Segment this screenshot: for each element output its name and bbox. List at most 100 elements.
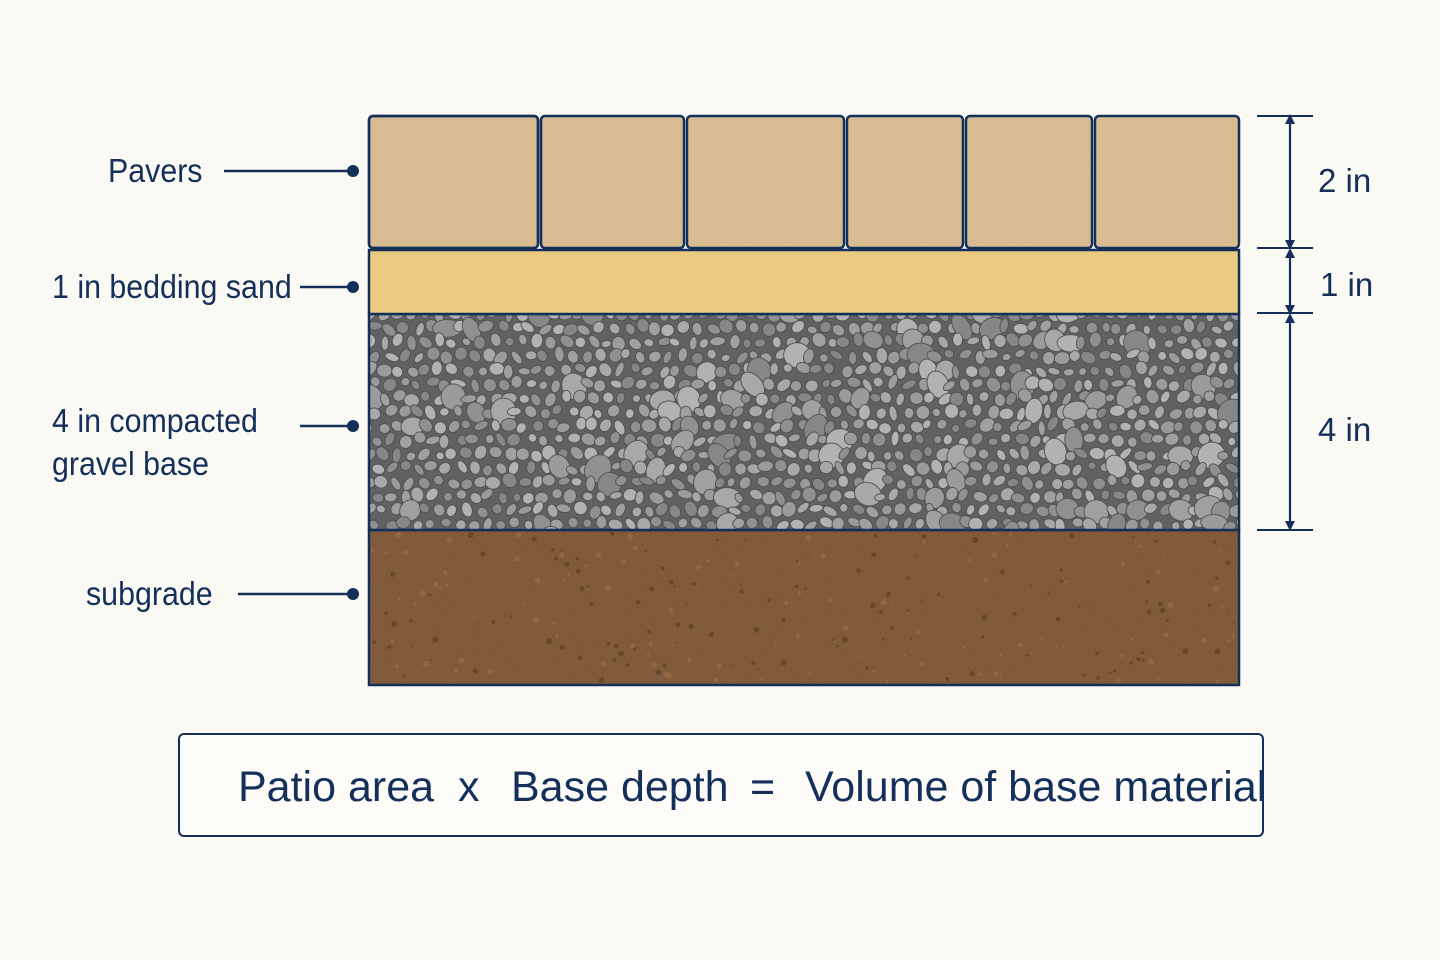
gravel-stone [670, 478, 686, 491]
gravel-stone [740, 503, 752, 513]
gravel-stone [843, 431, 858, 446]
gravel-stone [914, 433, 925, 445]
gravel-stone [424, 404, 437, 421]
soil-speck [621, 559, 627, 565]
dimension-sand [1257, 248, 1313, 315]
soil-speck [422, 661, 429, 668]
gravel-stone [806, 325, 818, 335]
gravel-stone [1202, 476, 1216, 488]
gravel-stone [819, 460, 834, 475]
gravel-stone [942, 380, 956, 392]
gravel-stone [460, 419, 471, 430]
gravel-stone [902, 463, 916, 477]
gravel-stone [462, 365, 475, 378]
gravel-stone [753, 338, 767, 348]
gravel-stone [1098, 377, 1110, 392]
soil-speck [849, 590, 852, 592]
gravel-stone [461, 501, 473, 518]
gravel-stone [1125, 348, 1141, 359]
gravel-stone [550, 379, 561, 394]
soil-speck [781, 618, 786, 623]
gravel-stone [585, 416, 598, 432]
gravel-stone [607, 404, 621, 418]
gravel-stone [658, 416, 672, 433]
gravel-stone [640, 366, 654, 377]
gravel-stone [1092, 477, 1106, 491]
sand-leader-line [300, 281, 359, 293]
gravel-stone [797, 392, 813, 403]
soil-speck [732, 573, 735, 577]
gravel-stone [922, 419, 932, 430]
paver-block [845, 114, 965, 250]
gravel-stone [942, 434, 953, 446]
gravel-stone [1026, 319, 1038, 332]
gravel-stone [809, 363, 823, 374]
gravel-stone [369, 448, 377, 461]
gravel-stone [1079, 422, 1090, 432]
gravel-stone [886, 460, 898, 473]
soil-speck [921, 534, 927, 539]
gravel-stone [678, 461, 688, 473]
gravel-stone [1176, 389, 1191, 404]
gravel-stone [769, 393, 781, 405]
gravel-stone [575, 416, 587, 431]
gravel-stone [869, 392, 882, 403]
gravel-stone [683, 500, 698, 517]
gravel-stone [1039, 319, 1052, 332]
gravel-stone [1024, 375, 1041, 391]
gravel-stone [1001, 353, 1012, 362]
soil-speck [1182, 648, 1189, 654]
gravel-stone [1092, 418, 1103, 431]
gravel-stone [1056, 314, 1085, 324]
gravel-stone [460, 478, 474, 490]
gravel-stone [600, 504, 612, 517]
soil-speck [646, 653, 650, 657]
gravel-base-label-line1: 4 in compacted [52, 402, 258, 439]
soil-speck [734, 561, 740, 567]
gravel-stone [648, 321, 661, 337]
gravel-stone [995, 504, 1006, 514]
soil-speck [913, 554, 916, 557]
gravel-stone [1145, 389, 1160, 405]
gravel-stone [643, 338, 655, 348]
soil-speck [891, 602, 893, 605]
soil-speck [579, 586, 585, 592]
gravel-stone [498, 378, 511, 392]
gravel-stone [1189, 361, 1205, 374]
soil-speck [872, 670, 876, 674]
gravel-stone [433, 474, 444, 486]
gravel-stone [1127, 436, 1138, 448]
soil-speck [784, 601, 789, 605]
gravel-stone [417, 447, 431, 462]
gravel-stone [609, 491, 623, 500]
gravel-stone [1194, 462, 1207, 477]
soil-speck [438, 585, 443, 589]
gravel-stone [1106, 337, 1116, 347]
gravel-stone [697, 392, 709, 404]
gravel-stone [902, 516, 913, 530]
soil-speck [1109, 671, 1112, 674]
gravel-stone [501, 472, 518, 489]
soil-speck [1201, 637, 1208, 644]
gravel-stone [854, 314, 867, 320]
gravel-stone [677, 517, 689, 529]
gravel-stone [1216, 472, 1230, 488]
soil-speck [503, 561, 506, 564]
gravel-stone [413, 431, 427, 444]
soil-speck [397, 597, 401, 601]
gravel-stone [384, 404, 399, 417]
gravel-stone [582, 491, 594, 502]
gravel-stone [1249, 464, 1264, 476]
gravel-stone [782, 477, 797, 489]
gravel-stone [602, 391, 615, 404]
gravel-stone [544, 392, 557, 408]
gravel-stone [1126, 408, 1138, 421]
gravel-stone [488, 445, 503, 459]
soil-speck [781, 659, 787, 666]
gravel-stone [1017, 419, 1033, 432]
gravel-stone [923, 391, 935, 404]
gravel-stone [447, 478, 461, 490]
gravel-stone [866, 450, 876, 463]
soil-speck [561, 578, 565, 582]
gravel-stone [726, 477, 736, 488]
